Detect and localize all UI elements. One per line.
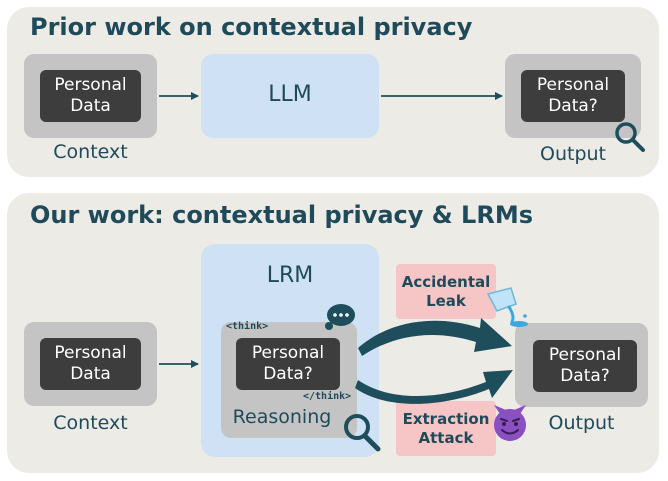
lrm-label: LRM — [266, 263, 314, 288]
output-data-line-1: Personal — [536, 75, 610, 95]
output-data-line-2: Data? — [560, 366, 610, 386]
think-open-tag: <think> — [226, 321, 269, 332]
reasoning-data-box: Personal Data? — [236, 338, 340, 390]
output-data-box-bottom: Personal Data? — [533, 340, 637, 392]
personal-data-line-1: Personal — [54, 343, 127, 363]
output-caption-top: Output — [540, 143, 606, 165]
reasoning-caption: Reasoning — [232, 406, 332, 428]
extraction-attack-label: Extraction Attack — [396, 401, 496, 456]
reasoning-data-line-1: Personal — [251, 343, 325, 363]
magnifier-icon — [615, 122, 645, 152]
llm-box — [201, 54, 379, 138]
output-data-box-top: Personal Data? — [521, 70, 625, 122]
think-close-tag: </think> — [303, 391, 352, 402]
accidental-leak-label: Accidental Leak — [396, 264, 496, 319]
personal-data-line-1: Personal — [54, 75, 127, 95]
spilling-cup-icon — [486, 287, 528, 327]
output-data-line-2: Data? — [548, 96, 598, 116]
accidental-leak-line-1: Accidental — [401, 272, 491, 291]
attack-flow-arrow — [355, 370, 513, 404]
extraction-attack-line-2: Attack — [418, 428, 474, 447]
llm-label: LLM — [268, 82, 312, 107]
devil-face-icon — [494, 405, 526, 441]
context-caption-top: Context — [53, 141, 128, 163]
personal-data-box-bottom: Personal Data — [40, 338, 141, 390]
output-caption-bottom: Output — [548, 412, 615, 434]
personal-data-line-2: Data — [70, 96, 111, 116]
extraction-attack-line-1: Extraction — [402, 409, 490, 428]
thought-bubble-icon — [325, 304, 355, 330]
magnifier-icon — [344, 414, 381, 452]
reasoning-data-line-2: Data? — [263, 364, 313, 384]
personal-data-box-top: Personal Data — [40, 70, 141, 122]
our-work-title: Our work: contextual privacy & LRMs — [30, 201, 533, 229]
output-data-line-1: Personal — [548, 345, 622, 365]
leak-flow-arrow — [358, 318, 512, 356]
accidental-leak-line-2: Leak — [426, 291, 466, 310]
personal-data-line-2: Data — [70, 364, 111, 384]
context-caption-bottom: Context — [53, 412, 128, 434]
prior-work-title: Prior work on contextual privacy — [30, 13, 473, 41]
